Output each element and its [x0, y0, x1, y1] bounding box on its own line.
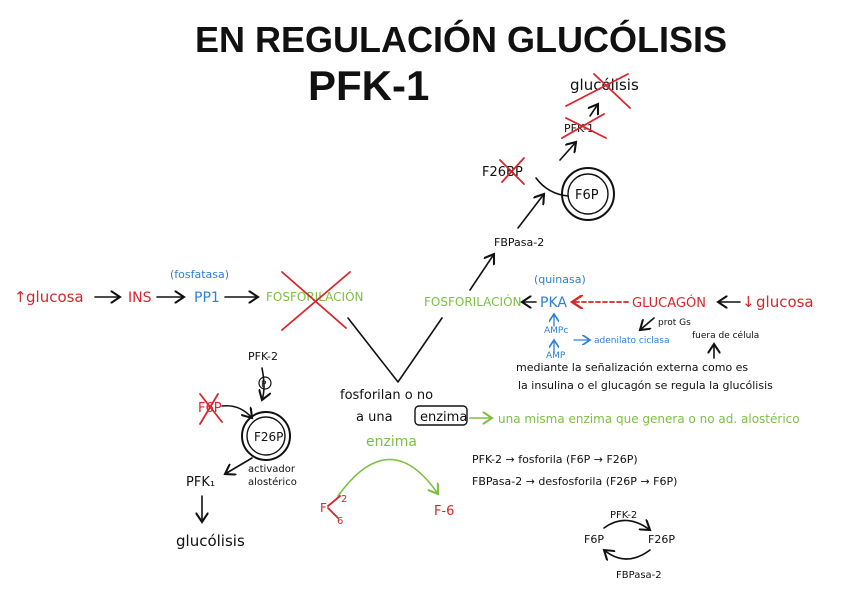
summary-line1: PFK-2 → fosforila (F6P → F26P): [472, 453, 638, 466]
link-f26bp-f6p: [535, 177, 569, 197]
fuera-label: fuera de célula: [692, 330, 759, 341]
adenilato-label: adenilato ciclasa: [594, 336, 670, 346]
up-arrow: ↑: [14, 288, 27, 306]
f6p-right: F6P: [575, 188, 599, 203]
arrow-protgs: [640, 317, 655, 330]
glucosa-left: glucosa: [26, 288, 84, 306]
enzima-boxed: enzima: [420, 410, 467, 425]
fosforilacion-left: FOSFORILACIÓN: [266, 289, 364, 304]
down-arrow: ↓: [742, 293, 755, 311]
glucolisis-cross-2: [593, 73, 631, 109]
enzima-arc: [337, 458, 438, 497]
f26bp-cross-1: [501, 157, 525, 183]
glucagon-label: GLUCAGÓN: [632, 295, 706, 311]
activador-label: activador: [248, 464, 296, 475]
cross-line-1: [281, 271, 347, 329]
p-label: P: [261, 380, 267, 390]
pp1-label: PP1: [194, 290, 220, 306]
title-line2: PFK-1: [308, 62, 429, 109]
alosterico-label: alostérico: [248, 476, 297, 488]
note-line2: la insulina o el glucagón se regula la g…: [518, 379, 773, 392]
f6p-cross-1: [199, 393, 223, 423]
f26p-left: F26P: [254, 430, 283, 444]
summary-line2: FBPasa-2 → desfosforila (F26P → F6P): [472, 475, 677, 488]
cycle-arrow-bottom: [604, 550, 651, 559]
arrow-f26p-pfk1: [225, 457, 253, 474]
f26p-circle-inner: [246, 416, 286, 456]
fbpasa2-right: FBPasa-2: [494, 236, 544, 249]
enzima-label: enzima: [366, 434, 417, 450]
f6p-circle-outer: [561, 167, 615, 221]
cycle-f6p: F6P: [584, 533, 604, 546]
fosforilacion-right: FOSFORILACIÓN: [424, 294, 522, 309]
arrow-fosforilacion-up: [469, 254, 494, 291]
f16-stroke-1: [327, 495, 341, 507]
cycle-fbpasa2: FBPasa-2: [616, 570, 662, 581]
f26bp-label: F26BP: [482, 165, 523, 180]
fosforilan-text: fosforilan o no: [340, 388, 433, 403]
v-connector: [347, 317, 443, 383]
f6-label: F-6: [434, 504, 454, 519]
glucolisis-left: glucólisis: [176, 532, 245, 550]
pfk1-cross-2: [565, 117, 607, 139]
arrow-fbpasa-up: [517, 194, 544, 229]
pka-label: PKA: [540, 295, 567, 311]
fosfatasa-label: (fosfatasa): [170, 268, 229, 281]
misma-enzima-text: una misma enzima que genera o no ad. alo…: [498, 412, 800, 426]
title-line1: EN REGULACIÓN GLUCÓLISIS: [195, 18, 727, 60]
f16-stroke-2: [327, 507, 339, 519]
phospho-circle: [258, 376, 272, 390]
quinasa-label: (quinasa): [534, 273, 586, 286]
f6p-circle-inner: [567, 173, 609, 215]
ins-label: INS: [128, 290, 152, 306]
f16-bottom: 6: [337, 516, 343, 527]
f26bp-cross-2: [499, 159, 525, 185]
note-line1: mediante la señalización externa como es: [516, 361, 748, 374]
glucolisis-cross-1: [565, 73, 629, 107]
arrow-f6p-f26p: [221, 404, 252, 418]
cycle-arrow-top: [603, 520, 650, 530]
pfk2-left: PFK-2: [248, 350, 278, 363]
f26p-circle-outer: [241, 411, 291, 461]
enzima-box: [414, 405, 468, 426]
prot-gs-label: prot Gs: [658, 318, 691, 328]
glucosa-right: glucosa: [756, 293, 814, 311]
f16-top: 2: [341, 494, 347, 505]
ampc-label: AMPc: [544, 326, 568, 336]
pfk1-left: PFK₁: [186, 475, 215, 490]
cycle-pfk2: PFK-2: [610, 510, 637, 521]
a-una-text: a una: [356, 410, 393, 425]
f16-main: F: [320, 501, 327, 515]
cross-line-2: [281, 271, 351, 331]
cycle-f26p: F26P: [648, 533, 675, 546]
arrow-f26bp-pfk1: [559, 142, 576, 161]
f6p-cross-2: [199, 393, 219, 425]
amp-label: AMP: [546, 351, 566, 361]
arrow-pfk1-glucolisis-right: [590, 104, 598, 117]
arrow-pfk2-down: [262, 367, 264, 400]
